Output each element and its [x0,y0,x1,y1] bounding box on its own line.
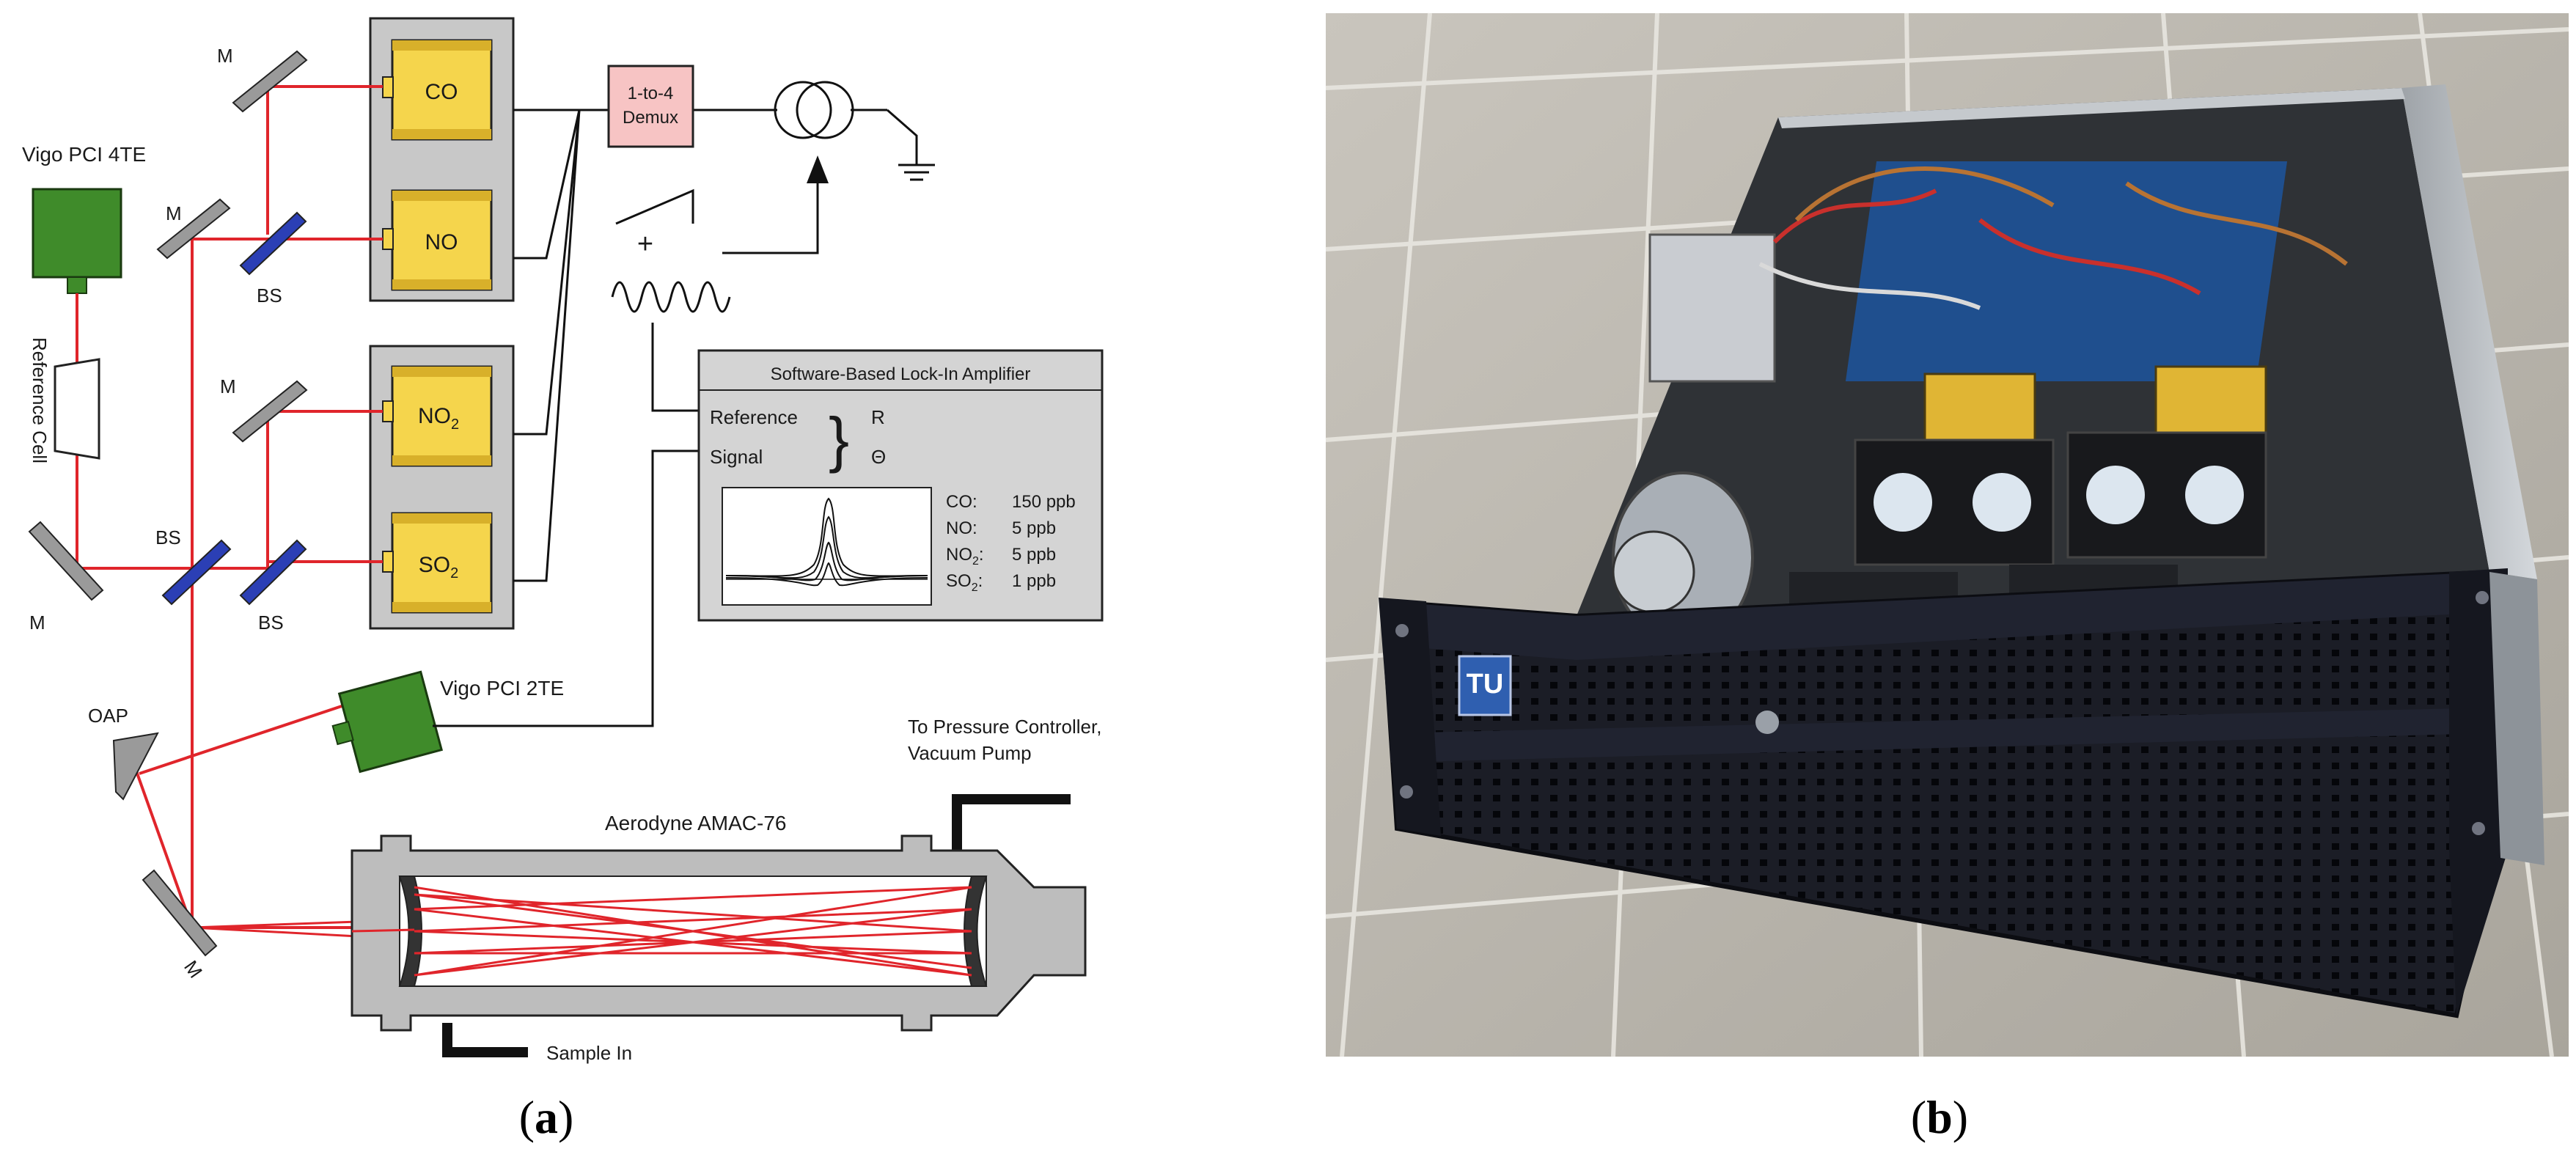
spectrum-traces [725,497,928,587]
laser-co [382,39,493,141]
lockin-brace: } [829,405,849,474]
plus-sign: + [637,229,653,260]
detector-2te [331,670,444,774]
limit-gas-no: NO: [946,518,977,538]
laser-housing-1 [1854,438,2055,566]
window-2 [1973,473,2031,532]
lockin-theta-label: Θ [871,446,886,468]
rack-screw-4 [2472,822,2485,835]
current-source-left [774,81,832,139]
chassis-back-wall [1778,88,2405,128]
window-4 [2185,466,2244,524]
front-panel-mid-band [1390,708,2491,763]
ramp-icon [615,188,694,225]
rack-screw-3 [2476,591,2489,604]
demux-label-1: 1-to-4 [628,84,674,103]
electrical-wiring [433,109,935,727]
chassis-side-wall [2401,84,2537,579]
mirror-label-4: M [29,612,45,634]
bs-label-3: BS [258,612,284,634]
reference-cell [54,358,100,460]
beam-splitters [161,211,307,606]
limit-gas-co: CO: [946,492,977,512]
chassis-right-side [2489,572,2544,865]
laser-label-no: NO [425,230,458,254]
laser-label-no2: NO2 [418,404,459,433]
detection-limits: CO: 150 ppb NO: 5 ppb NO2: 5 ppb SO2: 1 … [946,492,1076,594]
mirror-label-3: M [220,375,236,397]
multipass-cell [351,834,1087,1032]
caption-b: (b) [1911,1091,1968,1143]
cell-name-label: Aerodyne AMAC-76 [605,812,786,834]
vacuum-tube [952,794,1071,851]
detector-4te-window [67,276,87,294]
front-panel-top-band [1382,572,2489,660]
demux-label-2: Demux [623,108,678,128]
laser-label-co: CO [425,80,458,104]
panel-b-photo: TU (b) [1325,12,2569,1143]
caption-a: (a) [519,1091,574,1143]
limit-value-no2: 5 ppb [1012,545,1056,565]
limit-value-no: 5 ppb [1012,518,1056,538]
limit-value-so2: 1 ppb [1012,571,1056,591]
power-module [1648,233,1776,383]
panel-a-schematic: CO NO NO2 SO2 [22,17,1104,1143]
oap-label: OAP [88,705,128,727]
reference-cell-label: Reference Cell [29,337,51,463]
tu-logo [1458,655,1512,716]
lockin-r-label: R [871,406,885,428]
oap-mirror [112,732,159,801]
current-source-right [796,81,854,139]
pressure-label-1: To Pressure Controller, [908,716,1101,738]
electronics-board [1845,161,2288,381]
sample-in-label: Sample In [546,1042,632,1064]
mirror-label-1: M [217,45,233,67]
mirror-label-2: M [166,202,182,224]
limit-gas-no2: NO2: [946,545,984,568]
internal-wiring [1758,166,2348,310]
front-rack-ear-right [2449,568,2508,1016]
laser-so2 [382,512,493,614]
sample-in-tube [442,1023,528,1057]
window-1 [1874,473,1932,532]
multipass-beams-inner [351,886,972,977]
laser-beam-paths [76,85,383,929]
laser-label-so2: SO2 [419,553,458,581]
bs-label-1: BS [257,285,282,306]
window-3 [2086,466,2145,524]
modulation-arrowhead [807,155,829,183]
lockin-title: Software-Based Lock-In Amplifier [771,364,1031,384]
mirror-label-5: M [180,956,207,982]
detector-4te [32,188,122,279]
laser-no2 [382,365,493,467]
front-rack-ear-left [1379,598,1441,836]
laser-no [382,189,493,291]
sine-icon [611,281,731,313]
rack-screw-1 [1395,624,1409,637]
demux-box [607,65,694,148]
vacuum-pump-face [1612,530,1695,614]
pressure-label-2: Vacuum Pump [908,742,1032,764]
limit-gas-so2: SO2: [946,571,983,594]
detector-2te-label: Vigo PCI 2TE [440,677,564,700]
lockin-signal-label: Signal [710,446,763,468]
detector-4te-label: Vigo PCI 4TE [22,143,146,166]
mirrors [28,50,308,957]
lockin-reference-label: Reference [710,406,798,428]
bs-label-2: BS [155,526,181,548]
tu-logo-text: TU [1467,669,1504,700]
front-lock [1755,711,1779,734]
limit-value-co: 150 ppb [1012,492,1076,512]
rack-screw-2 [1400,785,1413,799]
